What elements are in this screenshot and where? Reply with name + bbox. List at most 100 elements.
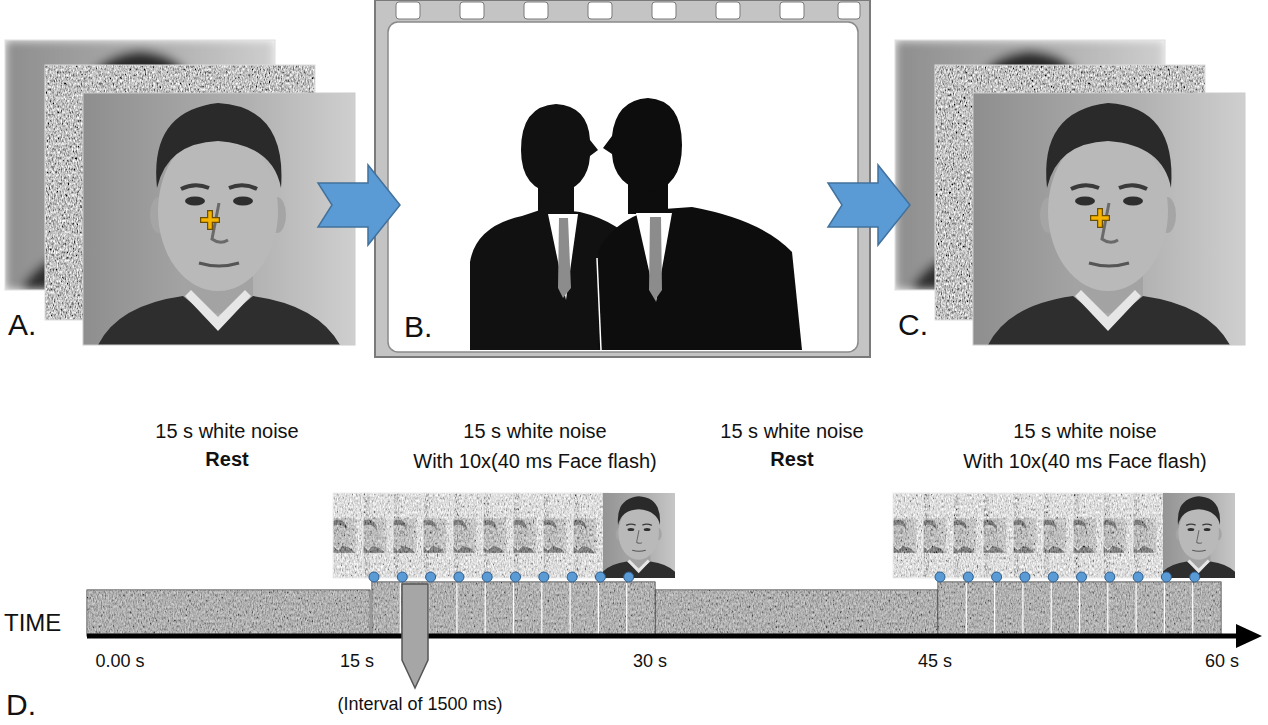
silhouette-couple [521,104,598,194]
tick-label: 15 s [340,651,374,672]
noisy-thumbnail [1030,493,1079,578]
flash-dot [567,572,577,582]
face-thumbnail [593,493,685,578]
flash-divider [400,583,401,635]
axis-title: TIME [4,609,61,637]
tick-label: 0.00 s [95,651,144,672]
noisy-thumbnail [530,493,579,578]
interval-note: (Interval of 1500 ms) [337,694,502,715]
block-description: 15 s white noise [463,420,606,443]
film-window [388,22,858,352]
rest-noise [655,590,938,636]
film-frame [375,0,870,357]
flash-dot [511,572,521,582]
sprocket-holes [652,2,676,19]
timeline [87,493,1262,688]
flash-dot [935,572,945,582]
face-image [83,93,355,345]
face-thumbnail [1153,493,1245,578]
tick-label: 30 s [633,651,667,672]
block-description: 15 s white noise [155,420,298,443]
silhouette-couple [649,217,662,300]
noisy-thumbnail [940,493,989,578]
flash-dot [992,572,1002,582]
noisy-thumbnail [350,493,399,578]
sprocket-holes [396,2,420,19]
block-description: 15 s white noise [1013,420,1156,443]
film-frame [375,0,870,357]
flash-divider [598,583,599,635]
flash-dot [369,572,379,582]
silhouette-couple [597,258,601,350]
flash-blocks [372,582,1221,636]
fixation-cross [1093,211,1107,225]
flash-dot [482,572,492,582]
flash-divider [1135,583,1136,635]
face-image [973,93,1245,345]
face-image [83,93,355,345]
block-condition: Rest [205,448,248,471]
flash-dot [1133,572,1143,582]
flash-divider [513,583,514,635]
flash-divider [456,583,457,635]
silhouette-couple [598,207,802,350]
block-condition: With 10x(40 ms Face flash) [963,450,1206,473]
noisy-thumbnail [380,493,429,578]
face-image [973,93,1245,345]
flash-divider [966,583,967,635]
noisy-thumbnail [1090,493,1139,578]
flash-dot [624,572,634,582]
sprocket-holes [524,2,548,19]
silhouette-couple [603,98,682,192]
fixation-cross [203,213,217,227]
silhouette-couple [548,214,578,300]
noisy-thumbnail [970,493,1019,578]
tick-label: 60 s [1205,651,1239,672]
block-condition: With 10x(40 ms Face flash) [413,450,656,473]
panel-letter: D. [6,688,36,723]
image-border [83,93,355,345]
flash-dots [369,572,1200,582]
fixation-cross-outline [200,210,220,230]
flash-divider [569,583,570,635]
sprocket-holes [716,2,740,19]
rest-block [655,590,938,636]
face-strips [320,493,1245,578]
flash-dot [1048,572,1058,582]
silhouette-couple [470,98,802,350]
flash-divider [994,583,995,635]
sprocket-holes [460,2,484,19]
image-border [973,93,1245,345]
noisy-thumbnail [320,493,369,578]
face-thumbnail [593,493,685,578]
flash-dot [454,572,464,582]
block-condition: Rest [770,448,813,471]
time-axis-head [1236,624,1262,648]
flash-block [938,582,1221,636]
flash-divider [541,583,542,635]
noisy-thumbnail [880,493,929,578]
panel-letter: A. [8,308,36,343]
noisy-thumbnail [560,493,609,578]
time-axis [87,634,1240,639]
flash-noise [938,582,1221,636]
sprocket-holes [396,2,860,19]
flash-divider [626,583,627,635]
sprocket-holes [780,2,804,19]
noisy-thumbnail [1120,493,1169,578]
block-description: 15 s white noise [720,420,863,443]
flash-dot [1161,572,1171,582]
flash-dot [539,572,549,582]
flow-arrow [828,165,910,245]
flash-dot [1020,572,1030,582]
panel-letter: C. [898,308,928,343]
flash-dot [1105,572,1115,582]
noisy-thumbnail [500,493,549,578]
noisy-thumbnail [910,493,959,578]
noisy-thumbnail [470,493,519,578]
interval-marker [402,584,428,688]
flash-divider [1192,583,1193,635]
flash-divider [1164,583,1165,635]
flash-divider [1022,583,1023,635]
